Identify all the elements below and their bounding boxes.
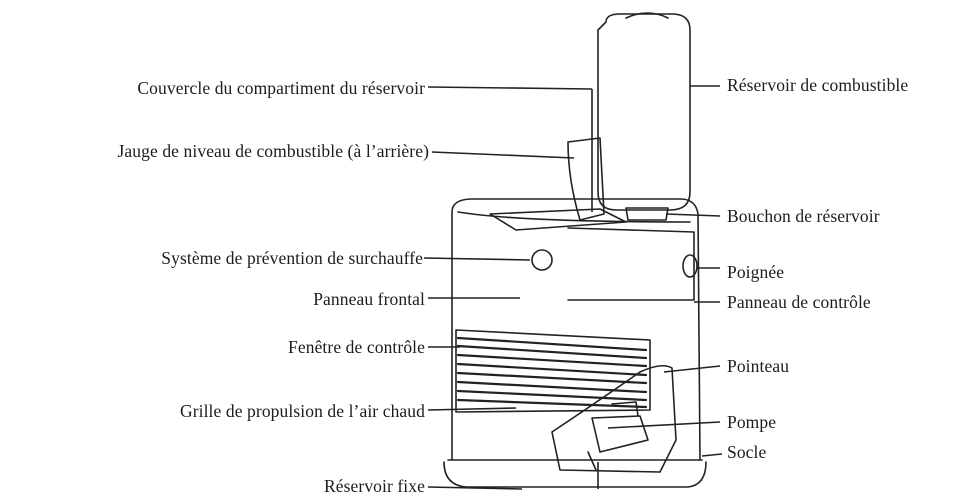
compartment-cover <box>489 208 627 231</box>
label-front-panel: Panneau frontal <box>313 289 425 309</box>
label-needle: Pointeau <box>727 356 790 376</box>
label-tank-cap: Bouchon de réservoir <box>727 206 880 226</box>
leader-tank-cap <box>665 213 721 217</box>
pump-assembly <box>587 401 649 471</box>
overheat-knob <box>531 249 553 271</box>
label-fuel-gauge: Jauge de niveau de combustible (à l’arri… <box>117 141 429 161</box>
leader-fuel-gauge <box>431 151 575 159</box>
leader-reservoir-cover <box>427 86 593 90</box>
label-control-panel: Panneau de contrôle <box>727 292 871 312</box>
leader-lines <box>423 85 723 490</box>
fuel-tank <box>597 13 691 211</box>
tank-handle <box>625 12 669 19</box>
label-overheat-system: Système de prévention de surchauffe <box>161 248 423 268</box>
label-pump: Pompe <box>727 412 777 432</box>
fuel-tank-cap <box>625 207 669 221</box>
handle-grip <box>682 254 698 278</box>
label-control-window: Fenêtre de contrôle <box>288 337 425 357</box>
label-reservoir-cover: Couvercle du compartiment du réservoir <box>137 78 425 98</box>
grille-frame <box>455 329 651 413</box>
label-fuel-tank: Réservoir de combustible <box>727 75 909 95</box>
label-fixed-tank: Réservoir fixe <box>323 476 425 496</box>
grille-slats <box>456 336 648 409</box>
label-handle: Poignée <box>727 262 785 282</box>
heater-body <box>451 198 701 461</box>
leader-fixed-tank <box>427 486 523 490</box>
leader-base <box>701 453 723 457</box>
cutaway-opening <box>551 364 677 473</box>
fuel-gauge-shape <box>567 137 605 221</box>
label-hot-air-grille: Grille de propulsion de l’air chaud <box>179 401 425 421</box>
base-plate <box>443 461 707 488</box>
leader-grille <box>427 407 517 411</box>
body-top-face <box>457 211 691 223</box>
leader-pump <box>607 421 721 429</box>
leader-overheat <box>423 257 531 261</box>
label-base: Socle <box>727 442 767 462</box>
leader-needle <box>663 365 721 373</box>
control-panel-outline <box>567 227 695 301</box>
